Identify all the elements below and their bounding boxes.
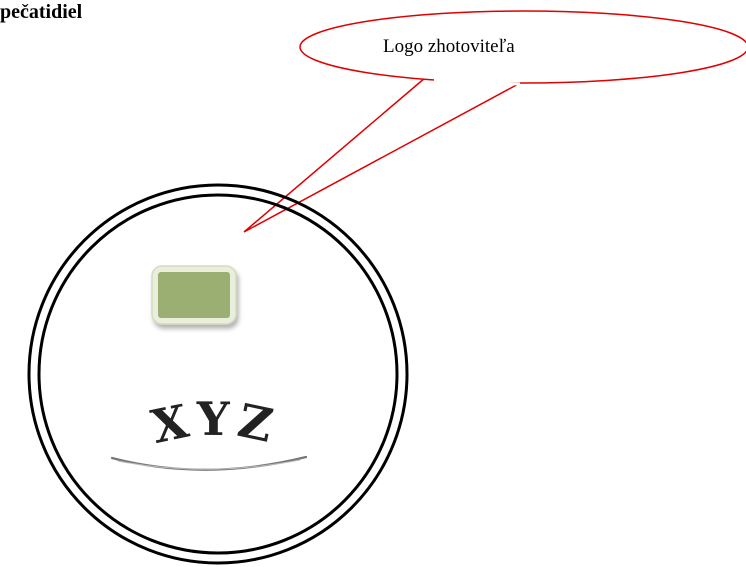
callout-label: Logo zhotoviteľa — [383, 36, 515, 57]
callout-pointer — [243, 71, 523, 233]
logo-badge-inner — [158, 272, 230, 318]
callout-bubble: Logo zhotoviteľa — [243, 10, 746, 233]
callout-ellipse — [299, 10, 746, 84]
stamp-outer-ring — [27, 183, 409, 565]
stamp: XYZ — [27, 183, 409, 565]
company-logo-text: XYZ — [147, 392, 283, 454]
section-heading: pečatidiel — [0, 1, 83, 23]
stamp-inner-ring — [37, 193, 399, 555]
